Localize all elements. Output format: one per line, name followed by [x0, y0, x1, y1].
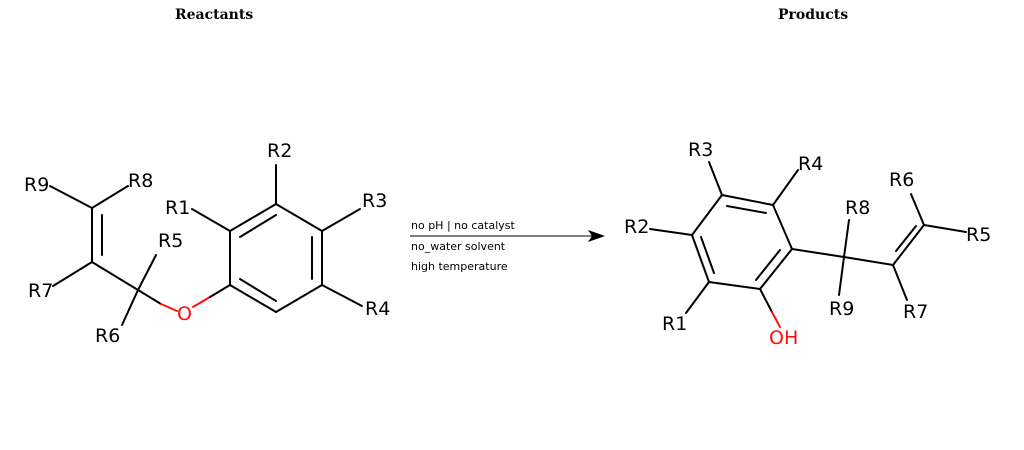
bond-c-r5	[137, 254, 157, 291]
ring-inner-bond	[726, 205, 767, 214]
reactant-label-r1: R1	[165, 197, 190, 219]
reaction-arrowhead	[588, 230, 605, 242]
bond-c-r8	[91, 185, 129, 209]
ring-bond	[229, 284, 277, 313]
reactant-label-r3: R3	[362, 190, 387, 212]
reaction-arrow-group: no pH | no catalyst no_water solvent hig…	[410, 219, 605, 273]
bond-c-r5	[923, 224, 967, 233]
bond-r9-c	[49, 185, 93, 209]
reactant-label-r6: R6	[95, 325, 120, 347]
bond-c-c	[843, 256, 894, 266]
bond-double-c-c-inner	[895, 225, 917, 252]
reactant-label-r8: R8	[128, 170, 153, 192]
bond-c-r6	[910, 193, 925, 226]
bond-r1	[685, 281, 710, 314]
ring-bond	[691, 234, 710, 283]
bond-r4	[321, 284, 363, 307]
bond-r4	[772, 169, 799, 206]
reactant-label-r9: R9	[24, 174, 49, 196]
product-label-r2: R2	[624, 216, 649, 238]
product-label-r8: R8	[845, 197, 870, 219]
bond-double-c-c	[892, 224, 925, 266]
bond-c-o-red	[160, 303, 178, 312]
reactants-heading: Reactants	[175, 7, 254, 23]
product-label-r4: R4	[798, 153, 823, 175]
bond-o-ar-red	[192, 296, 211, 308]
product-label-oh: OH	[769, 327, 798, 349]
product-label-r9: R9	[829, 298, 854, 320]
products-heading: Products	[778, 7, 849, 23]
reactant-label-r4: R4	[365, 298, 390, 320]
condition-solvent: no_water solvent	[411, 240, 506, 253]
ring-inner-bond	[239, 214, 277, 238]
reactant-molecule: R9 R8 R5 R7 R6 O R1 R2 R3 R4	[24, 140, 390, 347]
bond-c-r7	[892, 264, 908, 301]
ring-bond	[691, 194, 723, 236]
bond-c-r8	[843, 219, 850, 258]
ring-bond	[708, 281, 761, 290]
ring-bond	[721, 194, 774, 206]
product-label-r3: R3	[688, 139, 713, 161]
bond-r3	[321, 208, 361, 232]
product-label-r5: R5	[966, 224, 991, 246]
reactant-label-r5: R5	[158, 230, 183, 252]
ring-bond	[275, 284, 323, 313]
bond-c-r6	[121, 289, 139, 326]
reactant-label-oxygen: O	[177, 303, 192, 325]
ring-bond	[229, 203, 277, 232]
bond-c-o-black	[137, 289, 162, 305]
ring-bond	[759, 248, 793, 290]
bond-r2	[649, 228, 693, 236]
product-label-r6: R6	[889, 169, 914, 191]
bond-c-oh-black	[759, 288, 773, 313]
product-label-r1: R1	[662, 313, 687, 335]
bond-o-ar-black	[209, 284, 231, 298]
bond-r1	[191, 208, 231, 232]
product-label-r7: R7	[903, 301, 928, 323]
bond-c-oh-red	[771, 311, 781, 328]
reactant-label-r7: R7	[28, 280, 53, 302]
condition-temperature: high temperature	[411, 260, 508, 273]
product-molecule: R3 R4 R2 R1 OH R8 R9 R6 R5 R7	[624, 139, 991, 349]
bond-ar-c	[791, 248, 845, 258]
ring-bond	[275, 203, 323, 232]
condition-catalyst: no pH | no catalyst	[411, 219, 515, 232]
ring-bond	[772, 204, 793, 250]
reactant-label-r2: R2	[267, 140, 292, 162]
bond-r3	[708, 161, 723, 196]
bond-c-c	[91, 261, 139, 291]
bond-c-r9	[838, 256, 845, 296]
ring-inner-bond	[755, 249, 781, 281]
ring-inner-bond	[239, 278, 277, 302]
ring-inner-bond	[700, 236, 715, 274]
bond-c-r7	[52, 261, 93, 287]
